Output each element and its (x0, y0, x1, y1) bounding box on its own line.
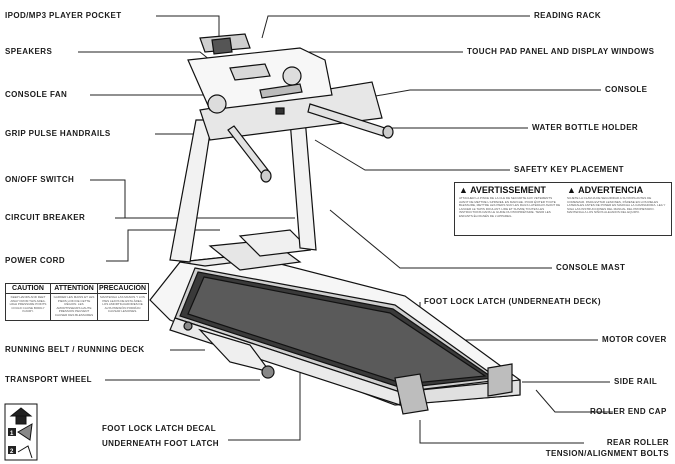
warning-decal: ▲ AVERTISSEMENT ▲ ADVERTENCIA ATTACHER L… (454, 182, 672, 236)
label-water-bottle: WATER BOTTLE HOLDER (532, 123, 639, 132)
label-reading-rack: READING RACK (534, 11, 602, 20)
label-power-cord: POWER CORD (5, 256, 65, 265)
caution-title-es: PRECAUCIÓN (98, 285, 147, 294)
label-side-rail: SIDE RAIL (614, 377, 658, 386)
label-console: CONSOLE (605, 85, 648, 94)
label-speakers: SPEAKERS (5, 47, 53, 56)
label-console-mast: CONSOLE MAST (556, 263, 626, 272)
label-foot-lock-latch: FOOT LOCK LATCH (UNDERNEATH DECK) (424, 297, 601, 306)
caution-cell-fr: ATTENTION GARDER LES MAINS ET LES PIEDS … (51, 284, 98, 320)
label-circuit-breaker: CIRCUIT BREAKER (5, 213, 86, 222)
label-rear-roller: REAR ROLLER (606, 438, 669, 447)
caution-title-en: CAUTION (6, 285, 50, 294)
label-touch-pad: TOUCH PAD PANEL AND DISPLAY WINDOWS (467, 47, 655, 56)
caution-text-fr: GARDER LES MAINS ET LES PIEDS LOIN DE CE… (53, 296, 95, 318)
caution-text-en: KEEP HANDS AND FEET AWAY FROM THIS AREA.… (9, 296, 47, 314)
warning-text-fr: ATTACHER LA PINCE DE LA CLÉ DE SÉCURITÉ … (459, 197, 561, 218)
label-underneath-latch: UNDERNEATH FOOT LATCH (102, 439, 219, 448)
label-foot-lock-decal: FOOT LOCK LATCH DECAL (102, 424, 217, 433)
caution-decal: CAUTION KEEP HANDS AND FEET AWAY FROM TH… (5, 283, 149, 321)
label-rear-roller-bolts: TENSION/ALIGNMENT BOLTS (545, 449, 669, 458)
label-running-belt: RUNNING BELT / RUNNING DECK (5, 345, 145, 354)
decal-step-1: 1 (10, 431, 14, 437)
label-safety-key: SAFETY KEY PLACEMENT (514, 165, 624, 174)
decal-step-2: 2 (10, 449, 14, 455)
label-roller-end-cap: ROLLER END CAP (590, 407, 667, 416)
caution-title-fr: ATTENTION (51, 285, 97, 294)
caution-text-es: MANTENGA LAS MANOS Y LOS PIES LEJOS DE E… (100, 296, 145, 314)
warning-text-es: SUJETE LA CLAVIJA DE SEGURIDAD A SU ROPA… (567, 197, 666, 215)
caution-cell-en: CAUTION KEEP HANDS AND FEET AWAY FROM TH… (6, 284, 51, 320)
label-motor-cover: MOTOR COVER (602, 335, 667, 344)
label-on-off: ON/OFF SWITCH (5, 175, 75, 184)
label-grip-pulse: GRIP PULSE HANDRAILS (5, 129, 111, 138)
warning-title-fr: ▲ AVERTISSEMENT (459, 185, 546, 195)
warning-title-es: ▲ ADVERTENCIA (567, 185, 644, 195)
caution-cell-es: PRECAUCIÓN MANTENGA LAS MANOS Y LOS PIES… (98, 284, 147, 320)
label-console-fan: CONSOLE FAN (5, 90, 68, 99)
label-ipod-pocket: IPOD/MP3 PLAYER POCKET (5, 11, 122, 20)
label-transport-wheel: TRANSPORT WHEEL (5, 375, 92, 384)
